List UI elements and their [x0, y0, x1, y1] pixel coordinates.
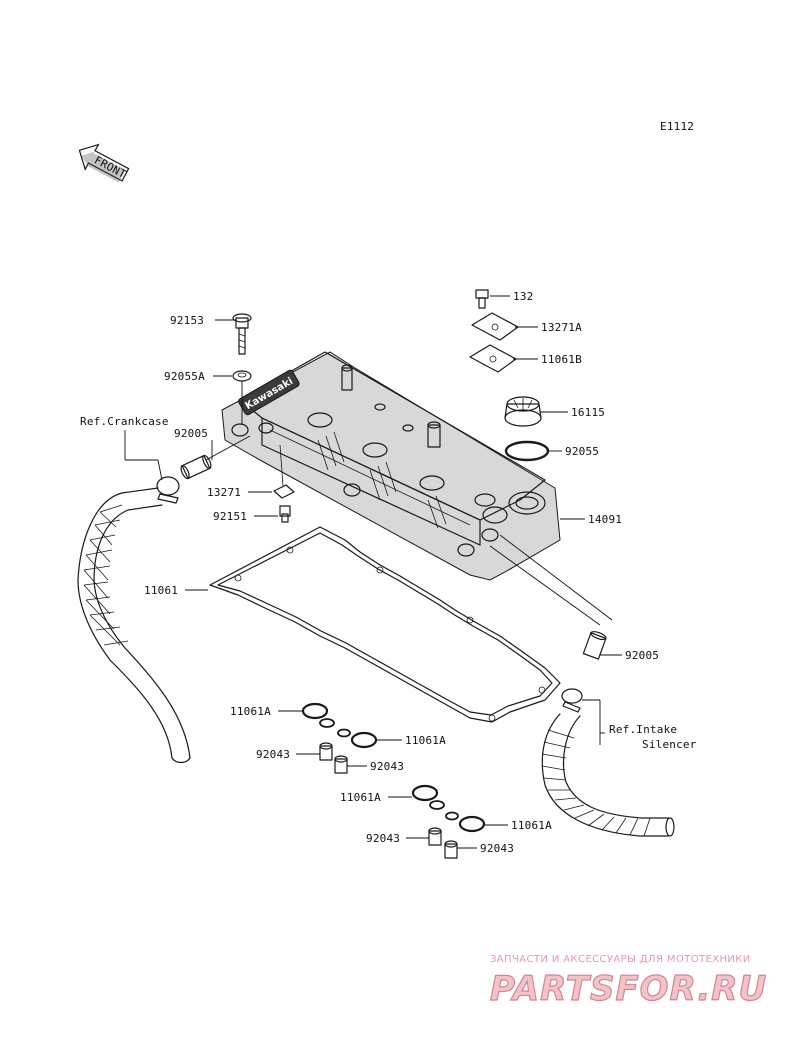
callout-92043-2: 92043 — [370, 760, 404, 773]
callout-11061a-1: 11061A — [230, 705, 271, 718]
bolt-92151 — [279, 505, 291, 523]
callout-11061a-3: 11061A — [340, 791, 381, 804]
washer-92055a — [232, 370, 252, 382]
callout-132: 132 — [513, 290, 533, 303]
bolt-92153 — [232, 313, 252, 355]
callout-92153: 92153 — [170, 314, 204, 327]
front-arrow-icon: FRONT — [78, 143, 130, 183]
diagram-code: E1112 — [660, 120, 694, 133]
breather-hose-crankcase — [77, 487, 191, 764]
ref-crankcase: Ref.Crankcase — [80, 415, 169, 428]
callout-92043-3: 92043 — [366, 832, 400, 845]
callout-92005-right: 92005 — [625, 649, 659, 662]
callout-92005-left: 92005 — [174, 427, 208, 440]
callout-11061a-2: 11061A — [405, 734, 446, 747]
ref-intake-line1: Ref.Intake — [609, 723, 677, 736]
leader-lines — [124, 295, 622, 849]
gasket-11061b — [469, 344, 517, 373]
bolt-132 — [475, 289, 489, 309]
hose-clamp-left — [156, 476, 180, 504]
ref-intake-line2: Silencer — [642, 738, 697, 751]
callout-16115: 16115 — [571, 406, 605, 419]
fitting-92005-left — [180, 454, 212, 480]
callout-11061a-4: 11061A — [511, 819, 552, 832]
callout-13271a: 13271A — [541, 321, 582, 334]
callout-11061: 11061 — [144, 584, 178, 597]
callout-92055a: 92055A — [164, 370, 205, 383]
seal-group-upper — [301, 702, 378, 774]
callout-13271: 13271 — [207, 486, 241, 499]
callout-14091: 14091 — [588, 513, 622, 526]
watermark-subtitle: ЗАПЧАСТИ И АКСЕССУАРЫ ДЛЯ МОТОТЕХНИКИ — [490, 954, 751, 965]
o-ring-92055 — [504, 440, 550, 462]
callout-92043-1: 92043 — [256, 748, 290, 761]
intake-hose — [541, 631, 675, 837]
seal-group-lower — [411, 784, 486, 859]
callout-92151: 92151 — [213, 510, 247, 523]
watermark: ЗАПЧАСТИ И АКСЕССУАРЫ ДЛЯ МОТОТЕХНИКИ PA… — [489, 954, 767, 1010]
callout-92055: 92055 — [565, 445, 599, 458]
plate-13271a — [471, 312, 519, 341]
cover-gasket — [209, 526, 561, 723]
cylinder-head-cover: Kawasaki — [221, 351, 561, 581]
callout-92043-4: 92043 — [480, 842, 514, 855]
plate-13271 — [273, 444, 295, 499]
watermark-brand: PARTSFOR.RU — [490, 969, 767, 1009]
oil-filler-cap — [504, 396, 542, 427]
callout-11061b: 11061B — [541, 353, 582, 366]
